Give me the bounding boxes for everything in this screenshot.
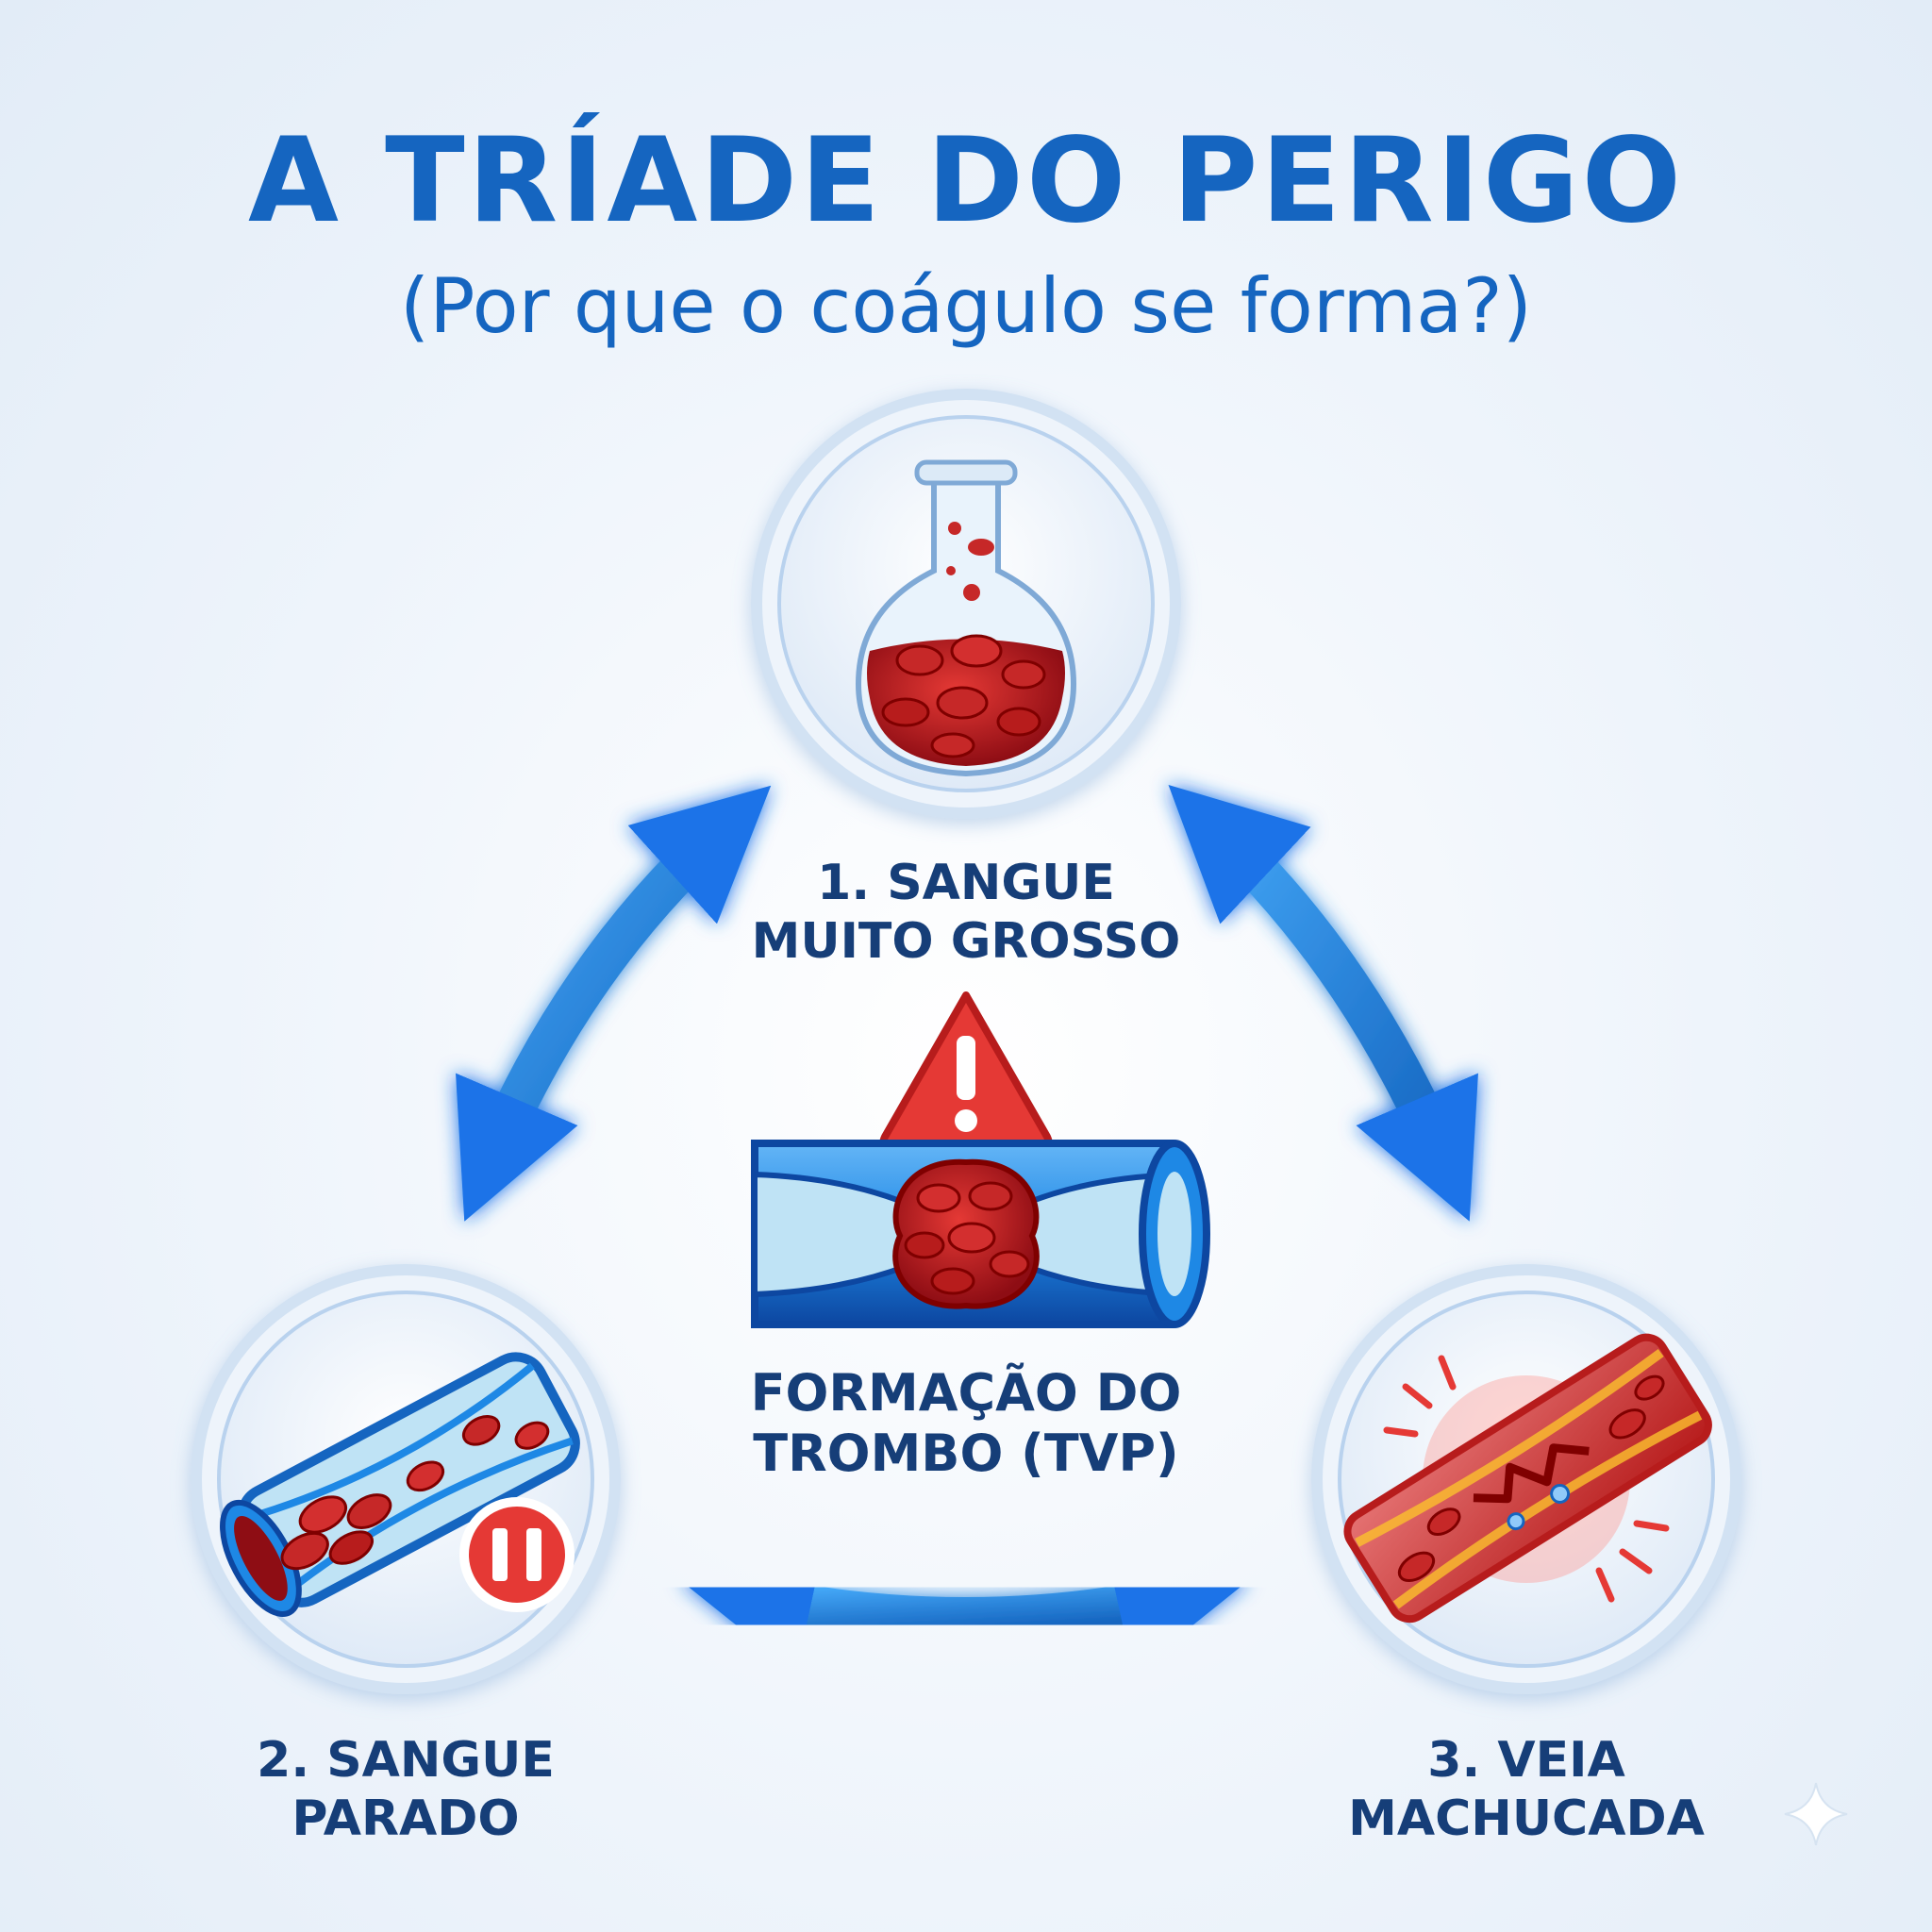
- arrow-top-left-double: [456, 785, 772, 1222]
- injured-vein-icon: [1343, 1333, 1712, 1624]
- arrow-bottom-double: [680, 1542, 1249, 1674]
- factor-label-2: 2. SANGUE PARADO: [257, 1732, 555, 1847]
- pause-icon: [459, 1497, 575, 1612]
- warning-triangle-icon: [879, 991, 1053, 1153]
- center-label: FORMAÇÃO DO TROMBO (TVP): [750, 1363, 1182, 1483]
- flask-thick-blood-icon: [855, 459, 1077, 777]
- factor-label-3: 3. VEIA MACHUCADA: [1348, 1732, 1705, 1847]
- page-subtitle: (Por que o coágulo se forma?): [400, 262, 1532, 350]
- page-title: A TRÍADE DO PERIGO: [247, 113, 1685, 249]
- sparkle-icon: [1784, 1782, 1848, 1846]
- vein-clot-icon: [751, 1140, 1210, 1328]
- arrow-top-right-double: [1168, 784, 1478, 1222]
- factor-label-1: 1. SANGUE MUITO GROSSO: [751, 855, 1181, 970]
- stagnant-vessel-pause-icon: [220, 1352, 580, 1618]
